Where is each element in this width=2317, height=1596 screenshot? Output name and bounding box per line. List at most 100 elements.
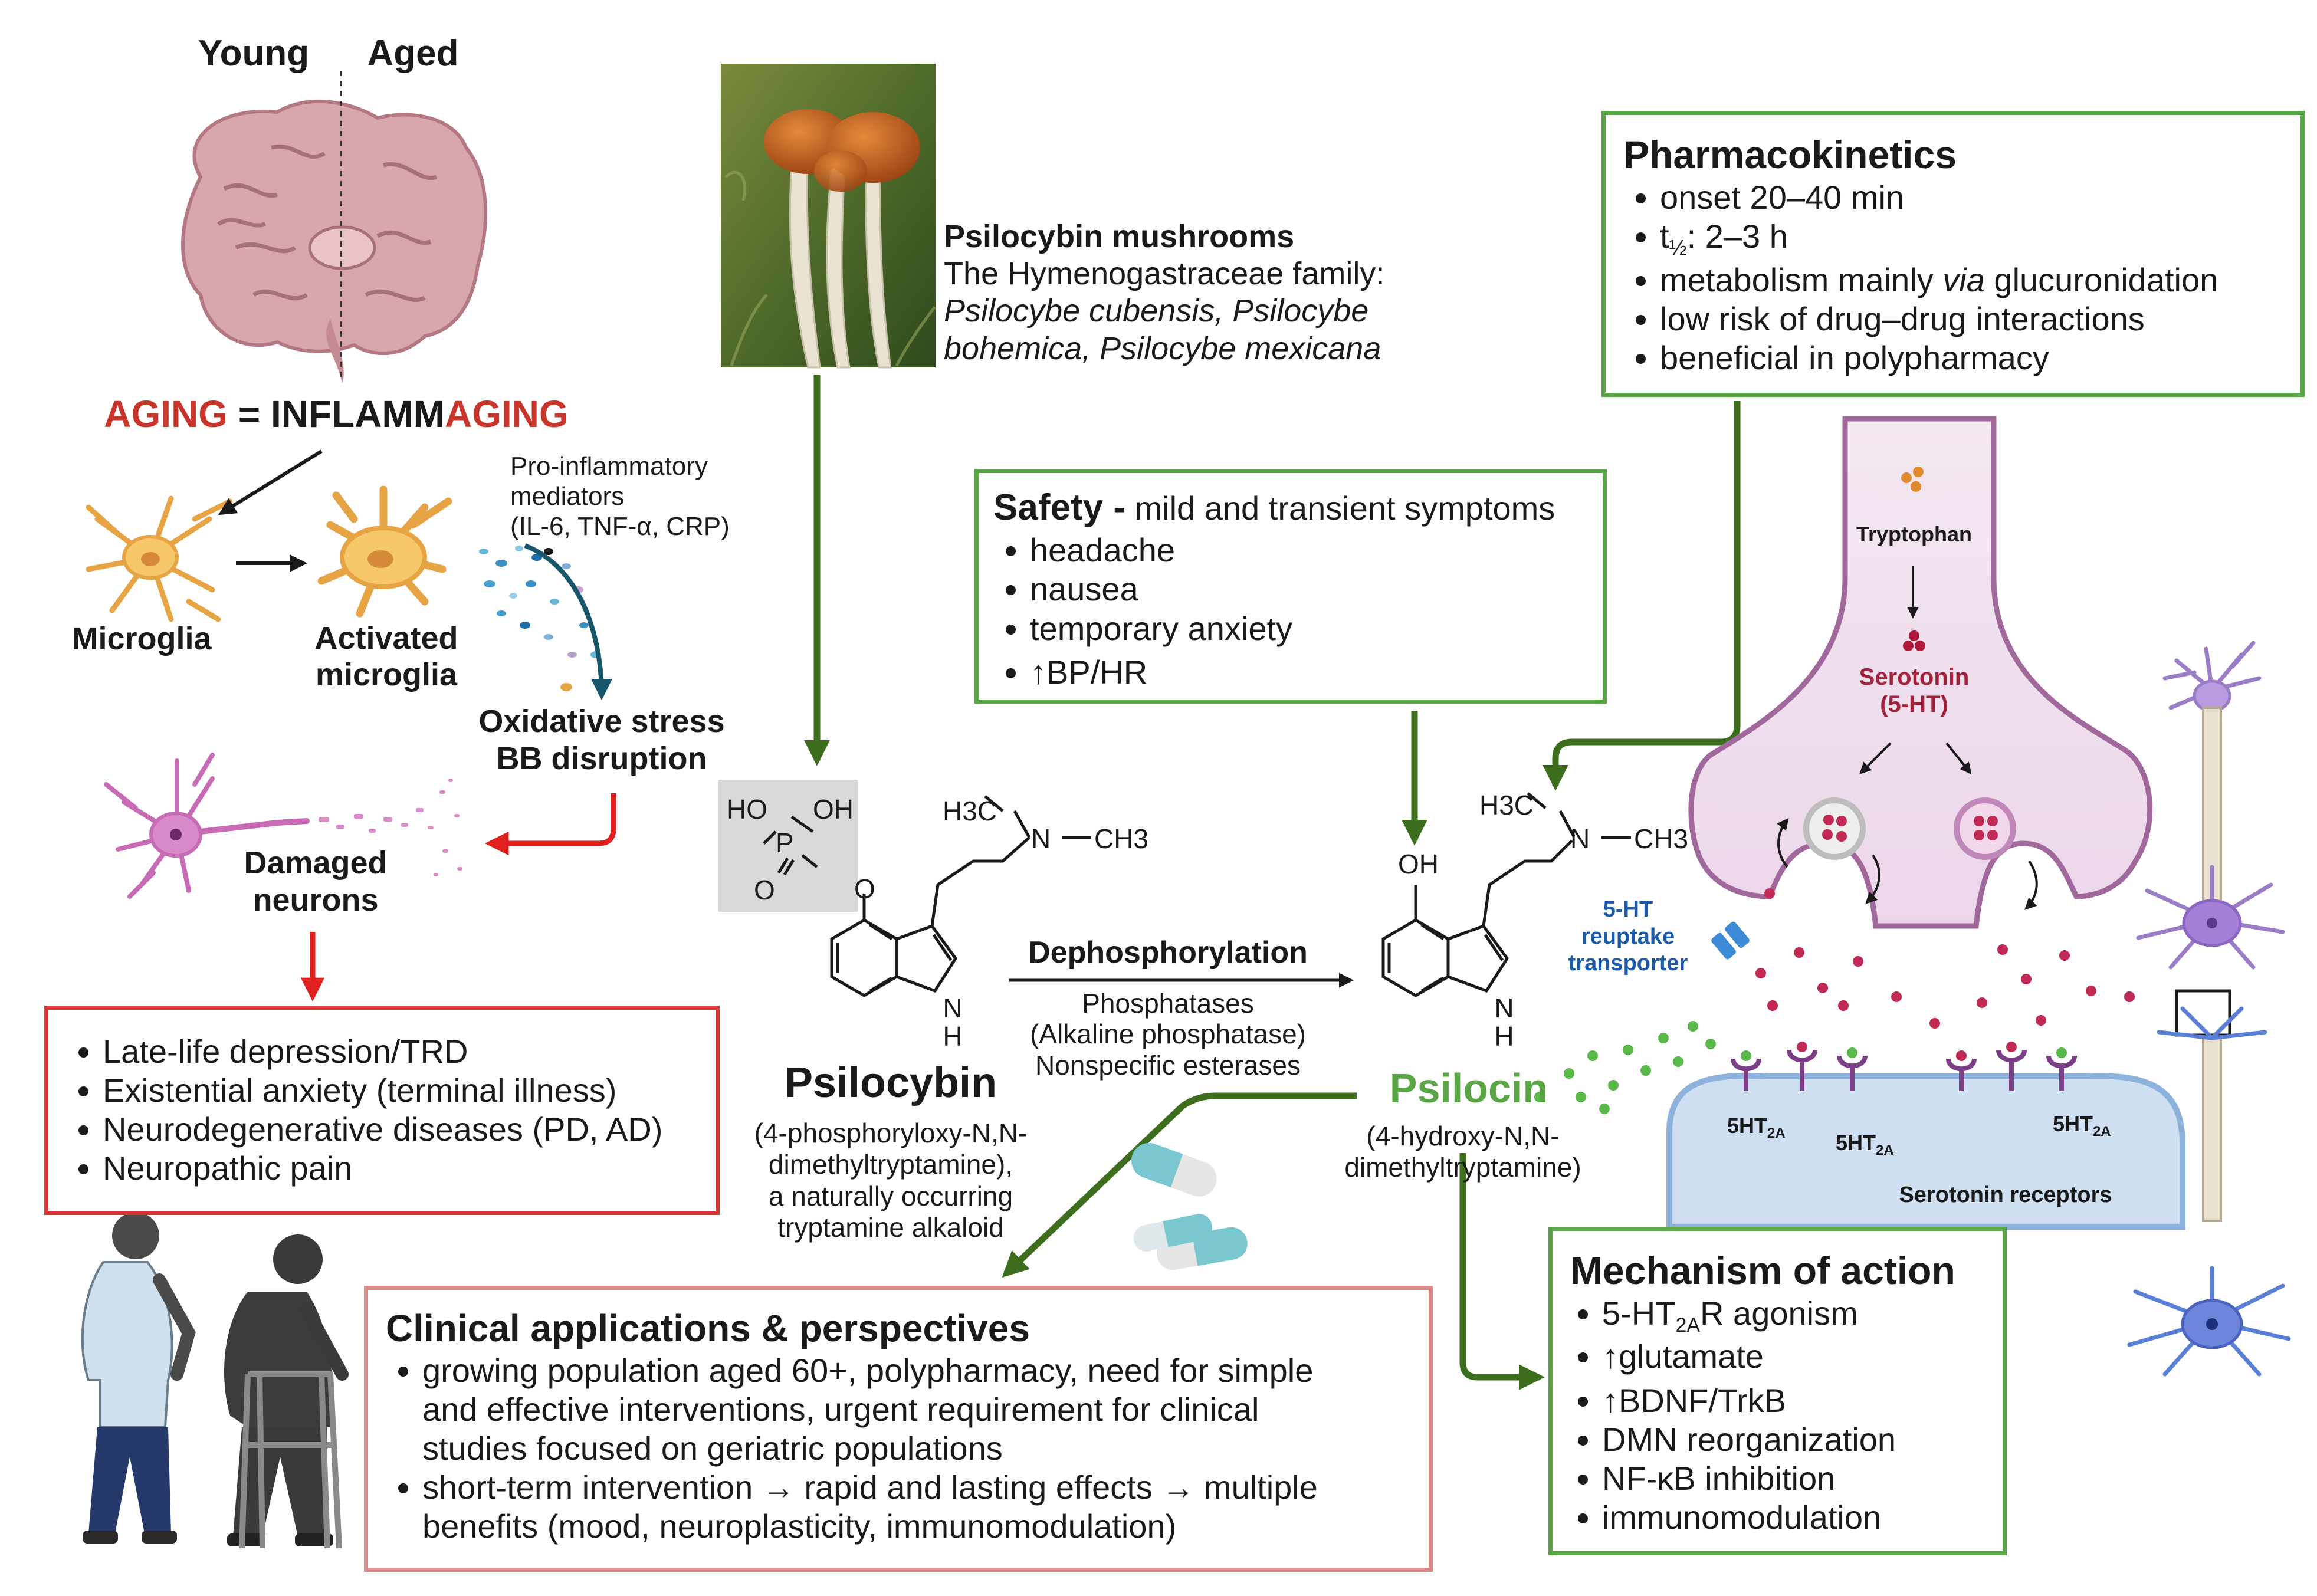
mushroom-species-1: Psilocybe cubensis, Psilocybe — [944, 293, 1369, 329]
transporter-line-2: reuptake — [1581, 924, 1675, 949]
list-item: low risk of drug–drug interactions — [1660, 300, 2283, 339]
mushroom-title: Psilocybin mushrooms — [944, 219, 1295, 254]
psilocin-desc-1: (4-hydroxy-N,N- — [1366, 1121, 1560, 1151]
list-item: short-term intervention → rapid and last… — [422, 1468, 1411, 1546]
list-item: Neurodegenerative diseases (PD, AD) — [103, 1110, 698, 1149]
receptor-label: 5HT — [2053, 1112, 2093, 1136]
pk-t-prefix: t — [1660, 218, 1669, 255]
aging-equation: AGING = INFLAMMAGING — [71, 392, 602, 436]
pharmacokinetics-title: Pharmacokinetics — [1623, 133, 1957, 176]
list-item: 5-HT2AR agonism — [1602, 1294, 1991, 1337]
psilocin-description: (4-hydroxy-N,N- dimethyltryptamine) — [1304, 1121, 1622, 1184]
mushroom-caption: Psilocybin mushrooms The Hymenogastracea… — [944, 218, 1445, 367]
damaged-line-1: Damaged — [244, 845, 388, 881]
list-item: metabolism mainly via glucuronidation — [1660, 261, 2283, 300]
atom-n-2: N — [1570, 823, 1590, 854]
atom-h3c-text: H3C — [943, 796, 997, 826]
clinical-item-1-line-3: studies focused on geriatric populations — [422, 1429, 1003, 1467]
activated-line-2: microglia — [315, 656, 458, 692]
conditions-list: Late-life depression/TRD Existential anx… — [66, 1032, 698, 1188]
clinical-title: Clinical applications & perspectives — [386, 1307, 1030, 1349]
atom-oh-psilocin: OH — [1398, 849, 1439, 879]
psilocybin-description: (4-phosphoryloxy-N,N- dimethyltryptamine… — [726, 1118, 1056, 1243]
psilocybin-desc-4: tryptamine alkaloid — [777, 1212, 1004, 1243]
list-item: ↑BDNF/TrkB — [1602, 1381, 1991, 1420]
equation-eq: = — [228, 393, 271, 435]
psilocin-structure — [1381, 792, 1631, 997]
list-item: beneficial in polypharmacy — [1660, 339, 2283, 377]
serotonin-receptors-row — [1731, 1049, 2077, 1091]
atom-h3c-2: H3C — [1479, 790, 1534, 820]
elderly-people-illustration — [81, 1212, 349, 1549]
psilocybin-desc-3: a naturally occurring — [768, 1180, 1013, 1211]
label-serotonin-receptors: Serotonin receptors — [1899, 1183, 2112, 1207]
atom-h3c-1: H3C — [943, 795, 997, 827]
equation-aging: AGING — [104, 393, 228, 435]
safety-title: Safety - — [993, 487, 1125, 528]
list-item: onset 20–40 min — [1660, 178, 2283, 217]
serotonin-line-2: (5-HT) — [1880, 691, 1948, 717]
mediators-line-2: mediators — [510, 482, 625, 511]
arrow-psilocin-to-clinical — [1002, 1092, 1357, 1278]
list-item: headache — [1030, 531, 1588, 570]
label-serotonin: Serotonin (5-HT) — [1840, 664, 1988, 718]
oxidative-line-2: BB disruption — [496, 741, 707, 777]
mushroom-family: The Hymenogastraceae family: — [944, 256, 1385, 292]
label-oxidative-stress: Oxidative stress BB disruption — [448, 703, 755, 777]
psilocin-particles — [1534, 1021, 1716, 1114]
receptor-sub: 2A — [1767, 1125, 1786, 1142]
pharmacokinetics-box: Pharmacokinetics onset 20–40 min t½: 2–3… — [1601, 111, 2305, 397]
safety-heading: Safety - mild and transient symptoms — [993, 486, 1588, 530]
conditions-box: Late-life depression/TRD Existential anx… — [44, 1006, 720, 1215]
clinical-box: Clinical applications & perspectives gro… — [364, 1286, 1433, 1572]
activated-microglia-cell — [317, 485, 452, 618]
list-item: t½: 2–3 h — [1660, 217, 2283, 261]
list-item: ↑glutamate — [1602, 1337, 1991, 1376]
pk-t-sub: ½ — [1669, 235, 1687, 260]
label-aged: Aged — [367, 33, 459, 74]
atom-nh2-n: N — [1494, 993, 1514, 1023]
moa-suffix: R agonism — [1700, 1295, 1858, 1332]
receptor-ligands — [1741, 1042, 2067, 1061]
psilocybin-name: Psilocybin — [784, 1059, 997, 1106]
mediators-line-1: Pro-inflammatory — [510, 452, 708, 481]
moa-sub: 2A — [1675, 1314, 1701, 1337]
serotonin-particles — [1755, 888, 2135, 1029]
label-5ht2a-2: 5HT2A — [1836, 1131, 1894, 1159]
reuptake-transporter — [1711, 921, 1750, 960]
arrow-mediators-to-oxidative — [524, 543, 612, 701]
receptor-sub: 2A — [2093, 1124, 2111, 1140]
atom-nh-1: N H — [938, 994, 967, 1051]
mushroom-species-2: bohemica, Psilocybe mexicana — [944, 330, 1381, 366]
neuron-chain — [2127, 641, 2291, 1377]
mediators-line-3: (IL-6, TNF-α, CRP) — [510, 512, 730, 541]
label-microglia: Microglia — [71, 621, 212, 656]
receptor-label: 5HT — [1727, 1114, 1768, 1138]
pk-metab-italic: via — [1942, 261, 1985, 298]
label-tryptophan: Tryptophan — [1856, 522, 1972, 546]
list-item: ↑BP/HR — [1030, 653, 1588, 692]
damaged-neuron — [104, 753, 310, 899]
atom-nh-2: N H — [1489, 994, 1519, 1051]
arrow-pk-to-psilocin — [1543, 401, 1741, 791]
clinical-item-2-line-2: benefits (mood, neuroplasticity, immunom… — [422, 1507, 1177, 1545]
list-item: temporary anxiety — [1030, 609, 1588, 648]
atom-nh-h: H — [943, 1021, 963, 1052]
brain-illustration — [181, 71, 488, 383]
label-5ht2a-3: 5HT2A — [2053, 1112, 2111, 1140]
clinical-item-2-line-1: short-term intervention → rapid and last… — [422, 1468, 1318, 1506]
arrow-aging-to-microglia — [218, 449, 323, 515]
capsules-illustration — [1131, 1142, 1248, 1270]
reaction-label: Dephosphorylation — [1028, 935, 1308, 970]
activated-line-1: Activated — [314, 620, 458, 656]
mechanism-list: 5-HT2AR agonism ↑glutamate ↑BDNF/TrkB DM… — [1570, 1294, 1991, 1537]
list-item: immunomodulation — [1602, 1498, 1991, 1537]
psilocin-desc-2: dimethyltryptamine) — [1344, 1152, 1581, 1183]
atom-ch3-2: CH3 — [1634, 823, 1689, 854]
enzyme-line-2: (Alkaline phosphatase) — [1030, 1019, 1306, 1050]
moa-prefix: 5-HT — [1602, 1295, 1676, 1332]
psilocybin-desc-2: dimethyltryptamine), — [768, 1149, 1013, 1180]
atom-ch3-1: CH3 — [1094, 823, 1149, 854]
